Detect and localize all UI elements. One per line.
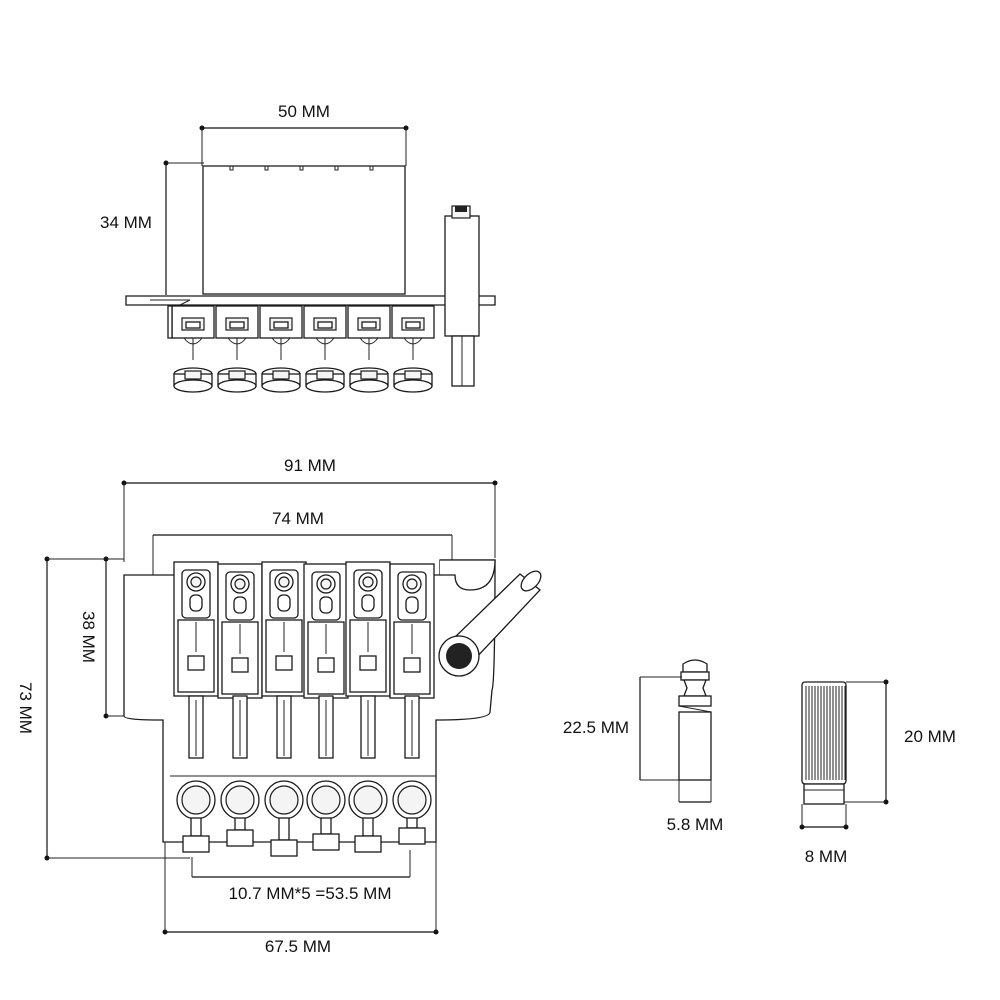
plate-corner <box>440 559 496 591</box>
label-knob-width: 8 MM <box>805 847 848 866</box>
dim-overall-width: 91 MM <box>121 456 498 562</box>
saddle-side <box>171 305 215 360</box>
saddles-side <box>167 305 435 360</box>
saddle-front <box>173 561 219 759</box>
dim-base-width: 67.5 MM <box>162 842 439 956</box>
label-base-width: 67.5 MM <box>265 937 331 956</box>
fine-tuner-front <box>348 780 388 853</box>
label-top-width: 50 MM <box>278 102 330 121</box>
fine-tuner-side <box>217 367 257 393</box>
fine-tuners-side <box>173 367 433 393</box>
front-view: 91 MM 74 MM 38 MM 73 MM <box>16 456 542 956</box>
fine-tuner-front <box>176 780 216 853</box>
label-screw-length: 22.5 MM <box>563 718 629 737</box>
saddle-front <box>217 563 263 759</box>
sustain-block <box>202 165 406 295</box>
label-knob-length: 20 MM <box>904 727 956 746</box>
saddle-side <box>259 305 303 360</box>
saddle-front <box>261 561 307 759</box>
base-plate-side <box>125 295 496 306</box>
saddle-side <box>347 305 391 360</box>
dim-top-height: 34 MM <box>100 160 204 295</box>
fine-tuner-side <box>305 367 345 393</box>
arm-socket-side <box>444 205 480 387</box>
saddle-front <box>345 561 391 759</box>
saddle-side <box>303 305 347 360</box>
fine-tuner-front <box>220 780 260 847</box>
fine-tuner-knob: 20 MM 8 MM <box>799 679 956 866</box>
fine-tuner-front <box>264 780 304 857</box>
side-view: 50 MM 34 MM <box>100 102 496 393</box>
dim-string-spacing: 10.7 MM*5 =53.5 MM <box>191 850 411 903</box>
fine-tuners-front <box>176 780 432 857</box>
label-overall-height: 73 MM <box>16 682 35 734</box>
fine-tuner-front <box>392 780 432 845</box>
fine-tuner-side <box>173 367 213 393</box>
saddles-front <box>173 561 435 759</box>
saddle-front <box>303 563 349 759</box>
dim-overall-height: 73 MM <box>16 556 190 861</box>
fine-tuner-side <box>349 367 389 393</box>
saddle-side <box>391 305 435 360</box>
fine-tuner-side <box>393 367 433 393</box>
label-saddle-height: 38 MM <box>79 611 98 663</box>
label-overall-width: 91 MM <box>284 456 336 475</box>
label-top-height: 34 MM <box>100 213 152 232</box>
label-screw-width: 5.8 MM <box>667 815 724 834</box>
fine-tuner-side <box>261 367 301 393</box>
saddle-end-side <box>167 305 173 339</box>
label-saddle-span: 74 MM <box>272 509 324 528</box>
saddle-front <box>389 563 435 759</box>
fine-tuner-front <box>306 780 346 851</box>
string-lock-screw: 22.5 MM 5.8 MM <box>563 659 724 834</box>
dim-top-width: 50 MM <box>199 102 409 166</box>
tremolo-arm <box>438 570 542 677</box>
saddle-side <box>215 305 259 360</box>
label-string-spacing: 10.7 MM*5 =53.5 MM <box>229 884 392 903</box>
